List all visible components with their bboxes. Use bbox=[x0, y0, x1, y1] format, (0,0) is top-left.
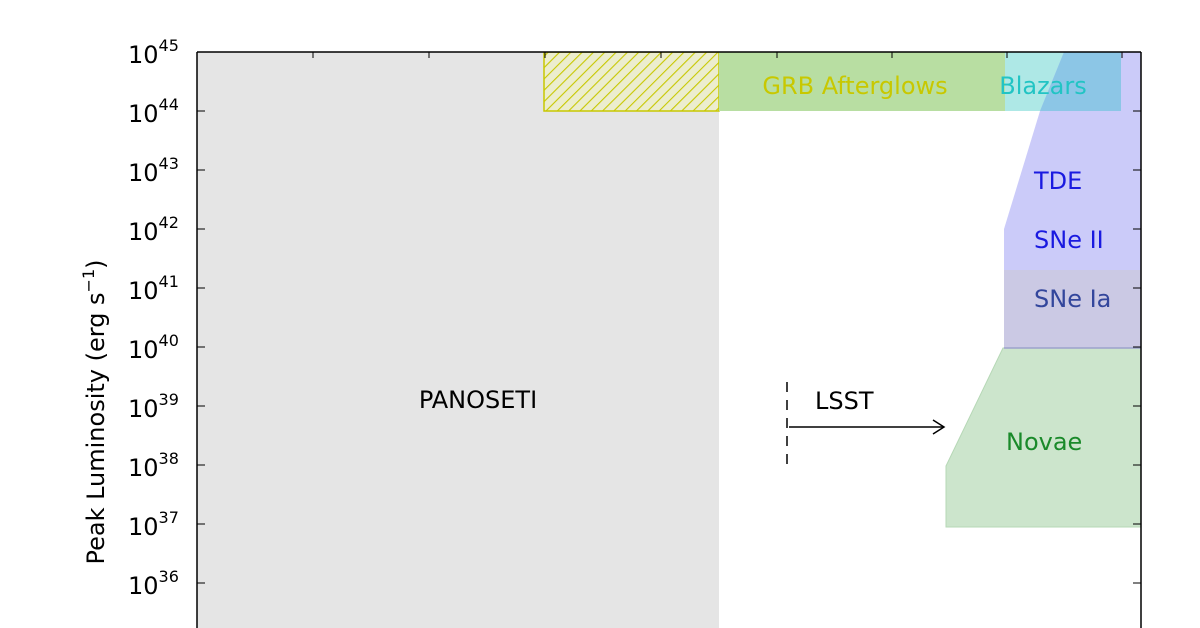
svg-text:1040: 1040 bbox=[128, 331, 179, 364]
label-lsst: LSST bbox=[815, 387, 874, 415]
plot-area bbox=[197, 52, 1141, 628]
label-tde: TDE bbox=[1033, 167, 1082, 195]
label-blazars: Blazars bbox=[999, 72, 1087, 100]
region-hatched bbox=[543, 52, 720, 112]
axes-frame bbox=[196, 51, 1142, 628]
label-sne-ii: SNe II bbox=[1034, 226, 1104, 254]
svg-text:1037: 1037 bbox=[128, 508, 179, 541]
svg-text:1036: 1036 bbox=[128, 567, 179, 600]
svg-text:1038: 1038 bbox=[128, 449, 179, 482]
top-ticks bbox=[312, 52, 1123, 58]
svg-text:1045: 1045 bbox=[128, 36, 179, 69]
region-grb-afterglows bbox=[719, 52, 1006, 111]
svg-text:1042: 1042 bbox=[128, 213, 179, 246]
region-blazar-tde-overlap bbox=[1040, 52, 1121, 111]
y-tick-labels: 1045 1044 1043 1042 1041 1040 1039 1038 … bbox=[128, 36, 179, 600]
svg-text:1041: 1041 bbox=[128, 272, 179, 305]
label-sne-ia: SNe Ia bbox=[1034, 285, 1111, 313]
region-panoseti bbox=[197, 52, 719, 628]
lsst-arrow-head-icon bbox=[932, 419, 946, 435]
label-grb-afterglows: GRB Afterglows bbox=[762, 72, 947, 100]
label-panoseti: PANOSETI bbox=[419, 386, 537, 414]
svg-text:1039: 1039 bbox=[128, 390, 179, 423]
y-axis-label: Peak Luminosity (erg s−1) bbox=[79, 259, 110, 564]
label-novae: Novae bbox=[1006, 428, 1082, 456]
svg-text:1043: 1043 bbox=[128, 154, 179, 187]
svg-text:1044: 1044 bbox=[128, 95, 179, 128]
region-sne-ia bbox=[1004, 270, 1141, 348]
y-ticks bbox=[197, 110, 1141, 584]
